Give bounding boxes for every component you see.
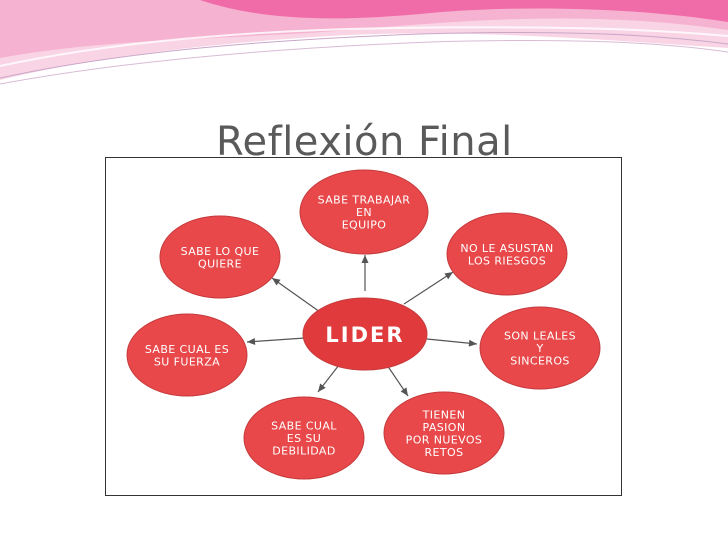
node-ellipse-retos xyxy=(383,391,505,475)
node-label-line: ES SU xyxy=(287,432,321,445)
node-ellipse-debilidad xyxy=(243,396,365,480)
node-label-line: LOS RIESGOS xyxy=(468,254,546,267)
arrow-head-retos xyxy=(400,387,408,396)
node-label-line: QUIERE xyxy=(198,257,242,270)
node-label-line: DEBILIDAD xyxy=(272,445,335,458)
node-label-line: Y xyxy=(535,342,543,355)
node-ellipse-leales xyxy=(479,306,601,390)
arrow-head-quiere xyxy=(272,278,281,286)
node-label-line: RETOS xyxy=(425,446,464,459)
node-ellipse-equipo xyxy=(299,169,429,255)
node-label-line: NO LE ASUSTAN xyxy=(460,242,553,255)
center-node xyxy=(302,297,428,371)
node-label-line: SABE CUAL xyxy=(271,420,337,433)
node-label-line: SABE TRABAJAR xyxy=(318,194,411,207)
arrow-head-fuerza xyxy=(247,337,256,345)
node-label-line: SABE CUAL ES xyxy=(145,343,229,356)
arrow-head-leales xyxy=(468,339,477,347)
node-label-line: SU FUERZA xyxy=(154,355,220,368)
arrow-head-equipo xyxy=(361,255,369,263)
node-ellipse-fuerza xyxy=(126,313,248,397)
header-banner xyxy=(0,0,728,85)
node-ellipse-riesgos xyxy=(446,212,568,296)
node-label-line: EQUIPO xyxy=(342,219,387,232)
node-label-line: PASION xyxy=(423,421,466,434)
node-label-line: SON LEALES xyxy=(504,330,576,343)
arrow-line-riesgos xyxy=(403,271,454,305)
arrows-layer xyxy=(246,255,478,397)
node-label-line: SABE LO QUE xyxy=(181,245,260,258)
center-node-label: LIDER xyxy=(325,323,404,347)
arrow-head-riesgos xyxy=(444,272,453,280)
node-ellipse-quiere xyxy=(159,215,281,299)
node-label-line: TIENEN xyxy=(422,408,466,421)
arrow-line-quiere xyxy=(271,277,321,313)
node-label-line: EN xyxy=(356,206,372,219)
arrow-line-fuerza xyxy=(246,337,306,343)
node-label-line: POR NUEVOS xyxy=(406,433,483,446)
arrow-line-leales xyxy=(426,338,478,345)
node-label-line: SINCEROS xyxy=(510,355,570,368)
arrow-head-debilidad xyxy=(318,383,326,392)
